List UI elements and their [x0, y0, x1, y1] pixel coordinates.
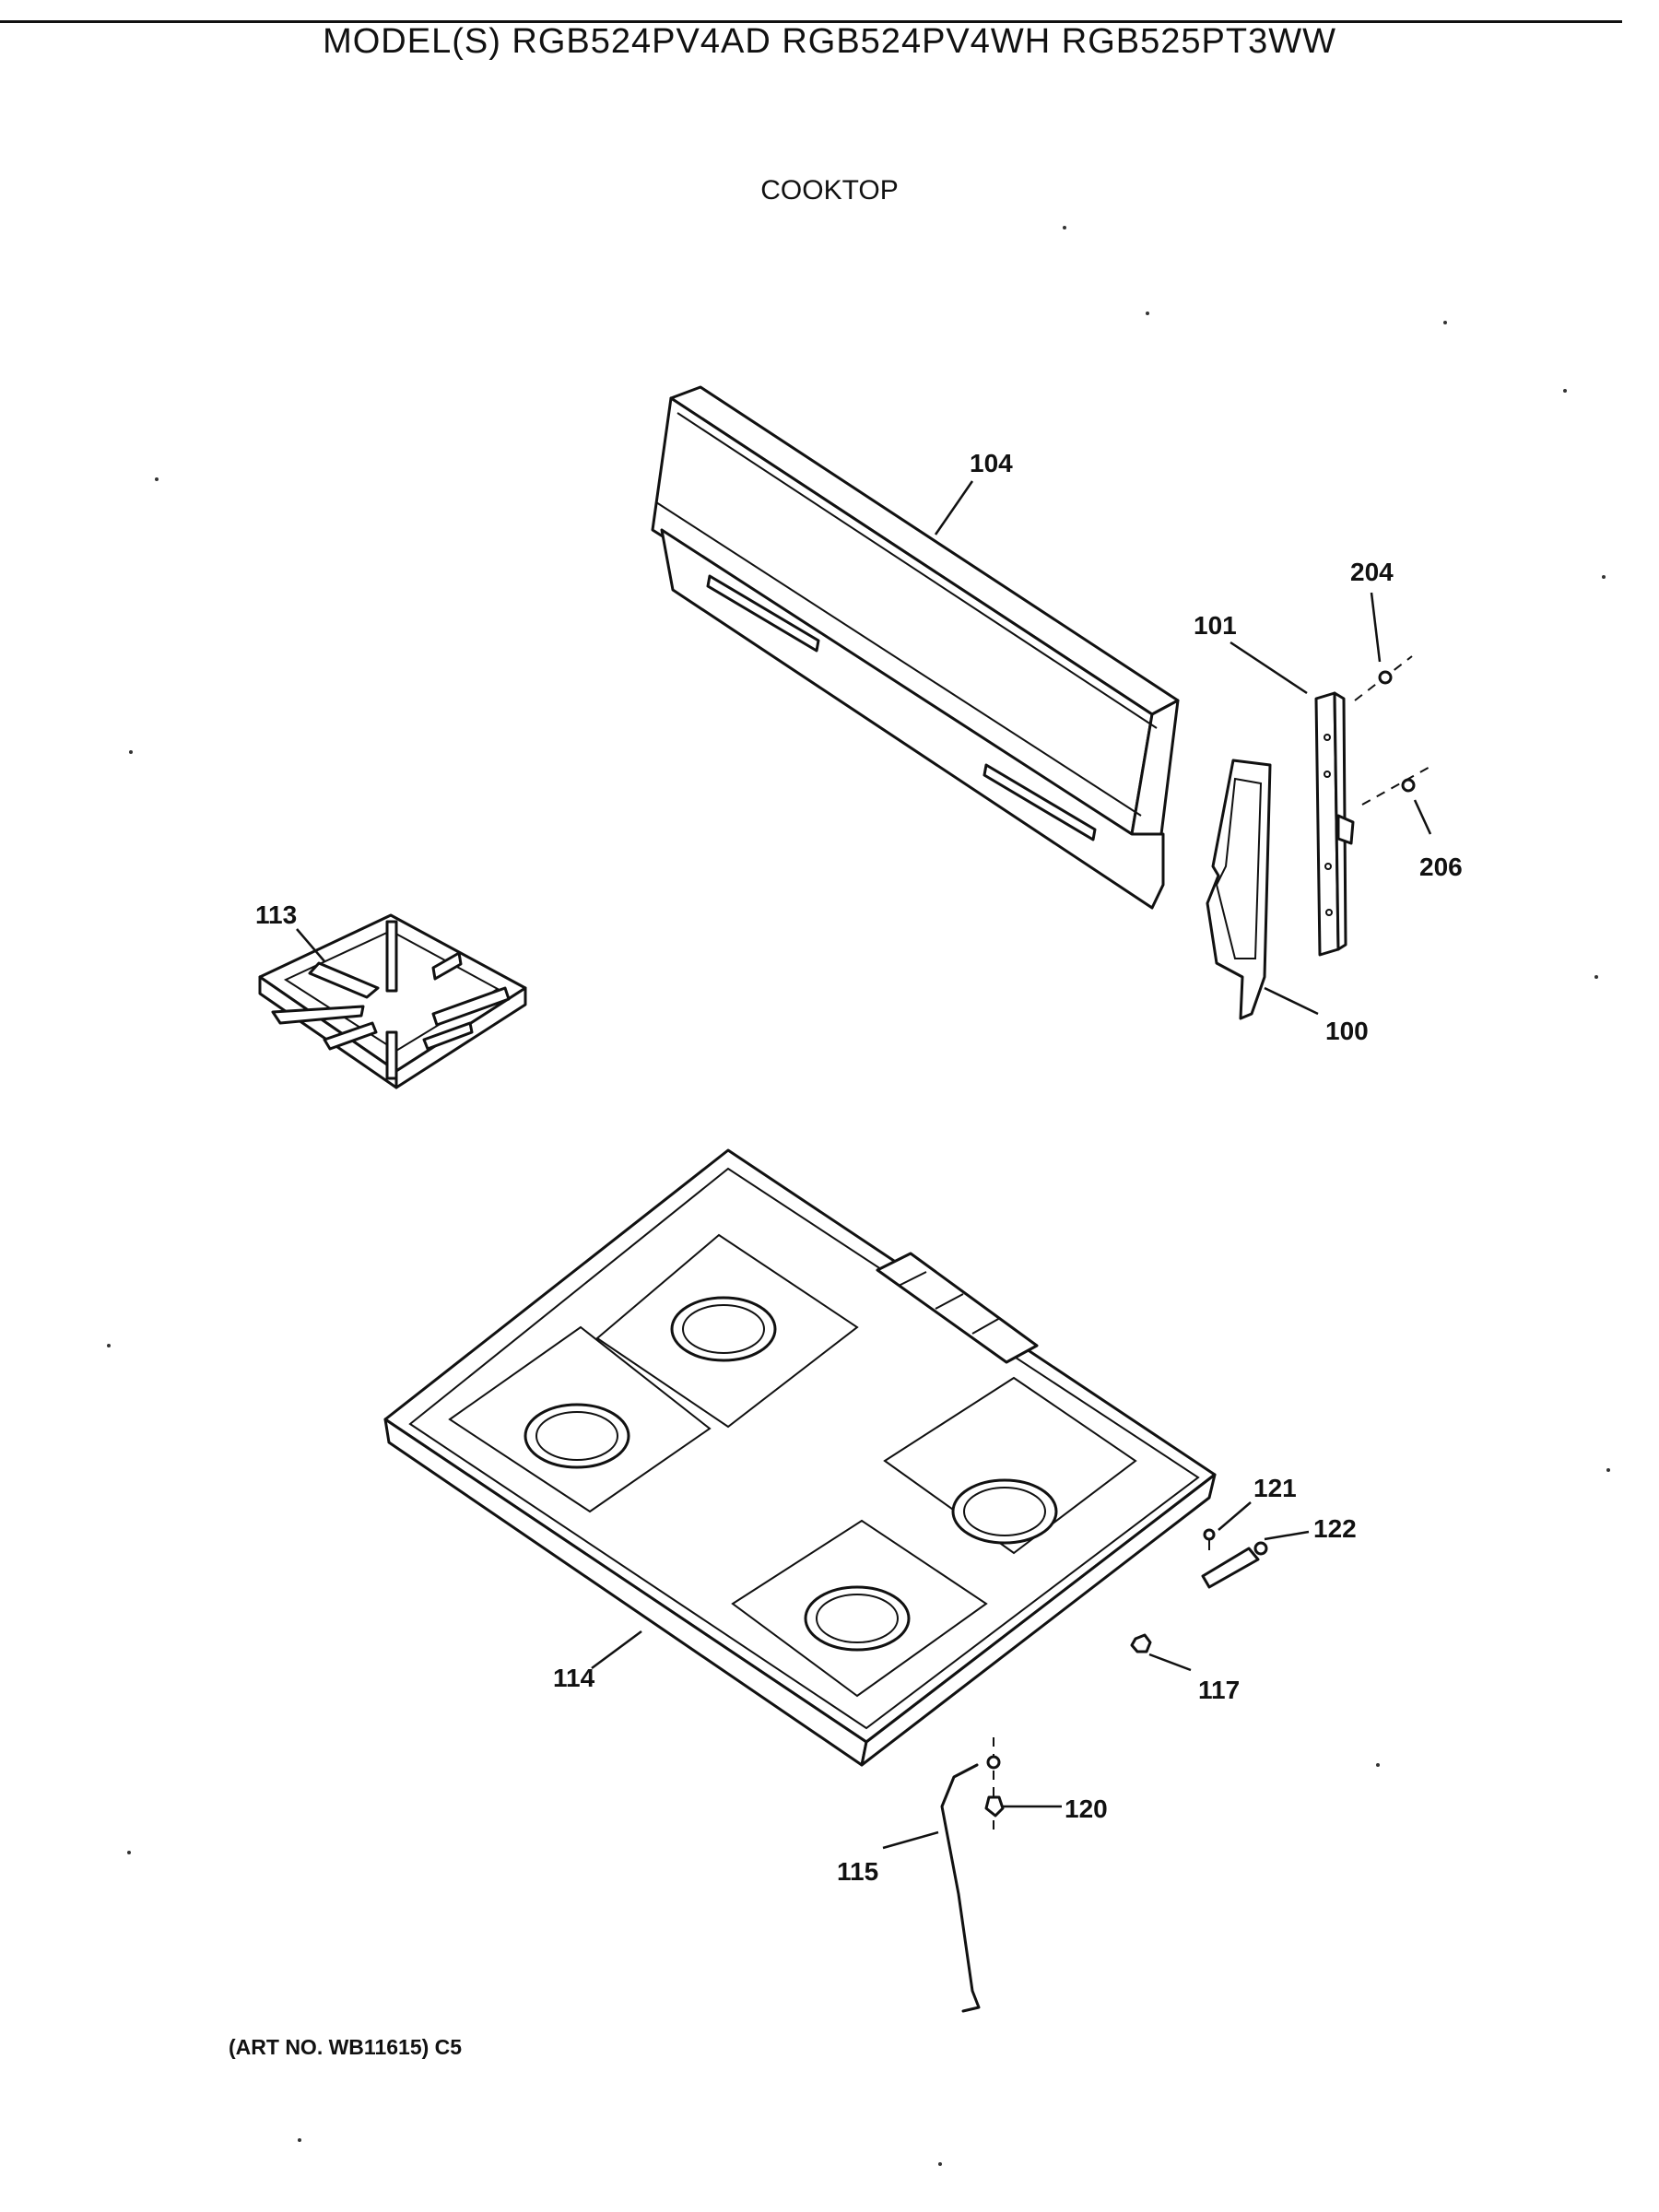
model-numbers-heading: MODEL(S) RGB524PV4AD RGB524PV4WH RGB525P…	[323, 22, 1336, 61]
nut-part-117	[1130, 1633, 1152, 1653]
art-number-caption: (ART NO. WB11615) C5	[229, 2035, 463, 2059]
burner-grate-part-113	[258, 913, 527, 1089]
backsplash-panel-part-104	[651, 385, 1180, 910]
screw-part-121	[1203, 1528, 1216, 1550]
screw-part-206	[1361, 764, 1434, 806]
side-bracket-part-101	[1314, 691, 1355, 957]
callout-120: 120	[1065, 1794, 1108, 1823]
callout-206: 206	[1419, 853, 1463, 881]
callout-100: 100	[1325, 1017, 1369, 1045]
callout-101: 101	[1194, 611, 1237, 640]
callout-115: 115	[837, 1857, 878, 1886]
callout-121: 121	[1253, 1474, 1297, 1502]
callout-104: 104	[970, 449, 1013, 477]
callout-117: 117	[1198, 1676, 1240, 1704]
callout-204: 204	[1350, 558, 1394, 586]
leader-lines	[296, 480, 1432, 1850]
top-border-line	[0, 20, 1622, 23]
screw-part-204	[1354, 655, 1413, 701]
igniter-part-122	[1201, 1541, 1268, 1589]
callout-113: 113	[255, 900, 297, 929]
rod-part-115	[940, 1737, 1001, 2013]
callout-114: 114	[553, 1664, 595, 1692]
side-trim-part-100	[1206, 759, 1272, 1020]
fastener-part-120	[984, 1795, 1005, 1818]
section-title: COOKTOP	[760, 175, 899, 206]
callout-122: 122	[1313, 1514, 1357, 1543]
cooktop-top-part-114	[383, 1148, 1217, 1767]
scan-specks	[107, 226, 1610, 2166]
